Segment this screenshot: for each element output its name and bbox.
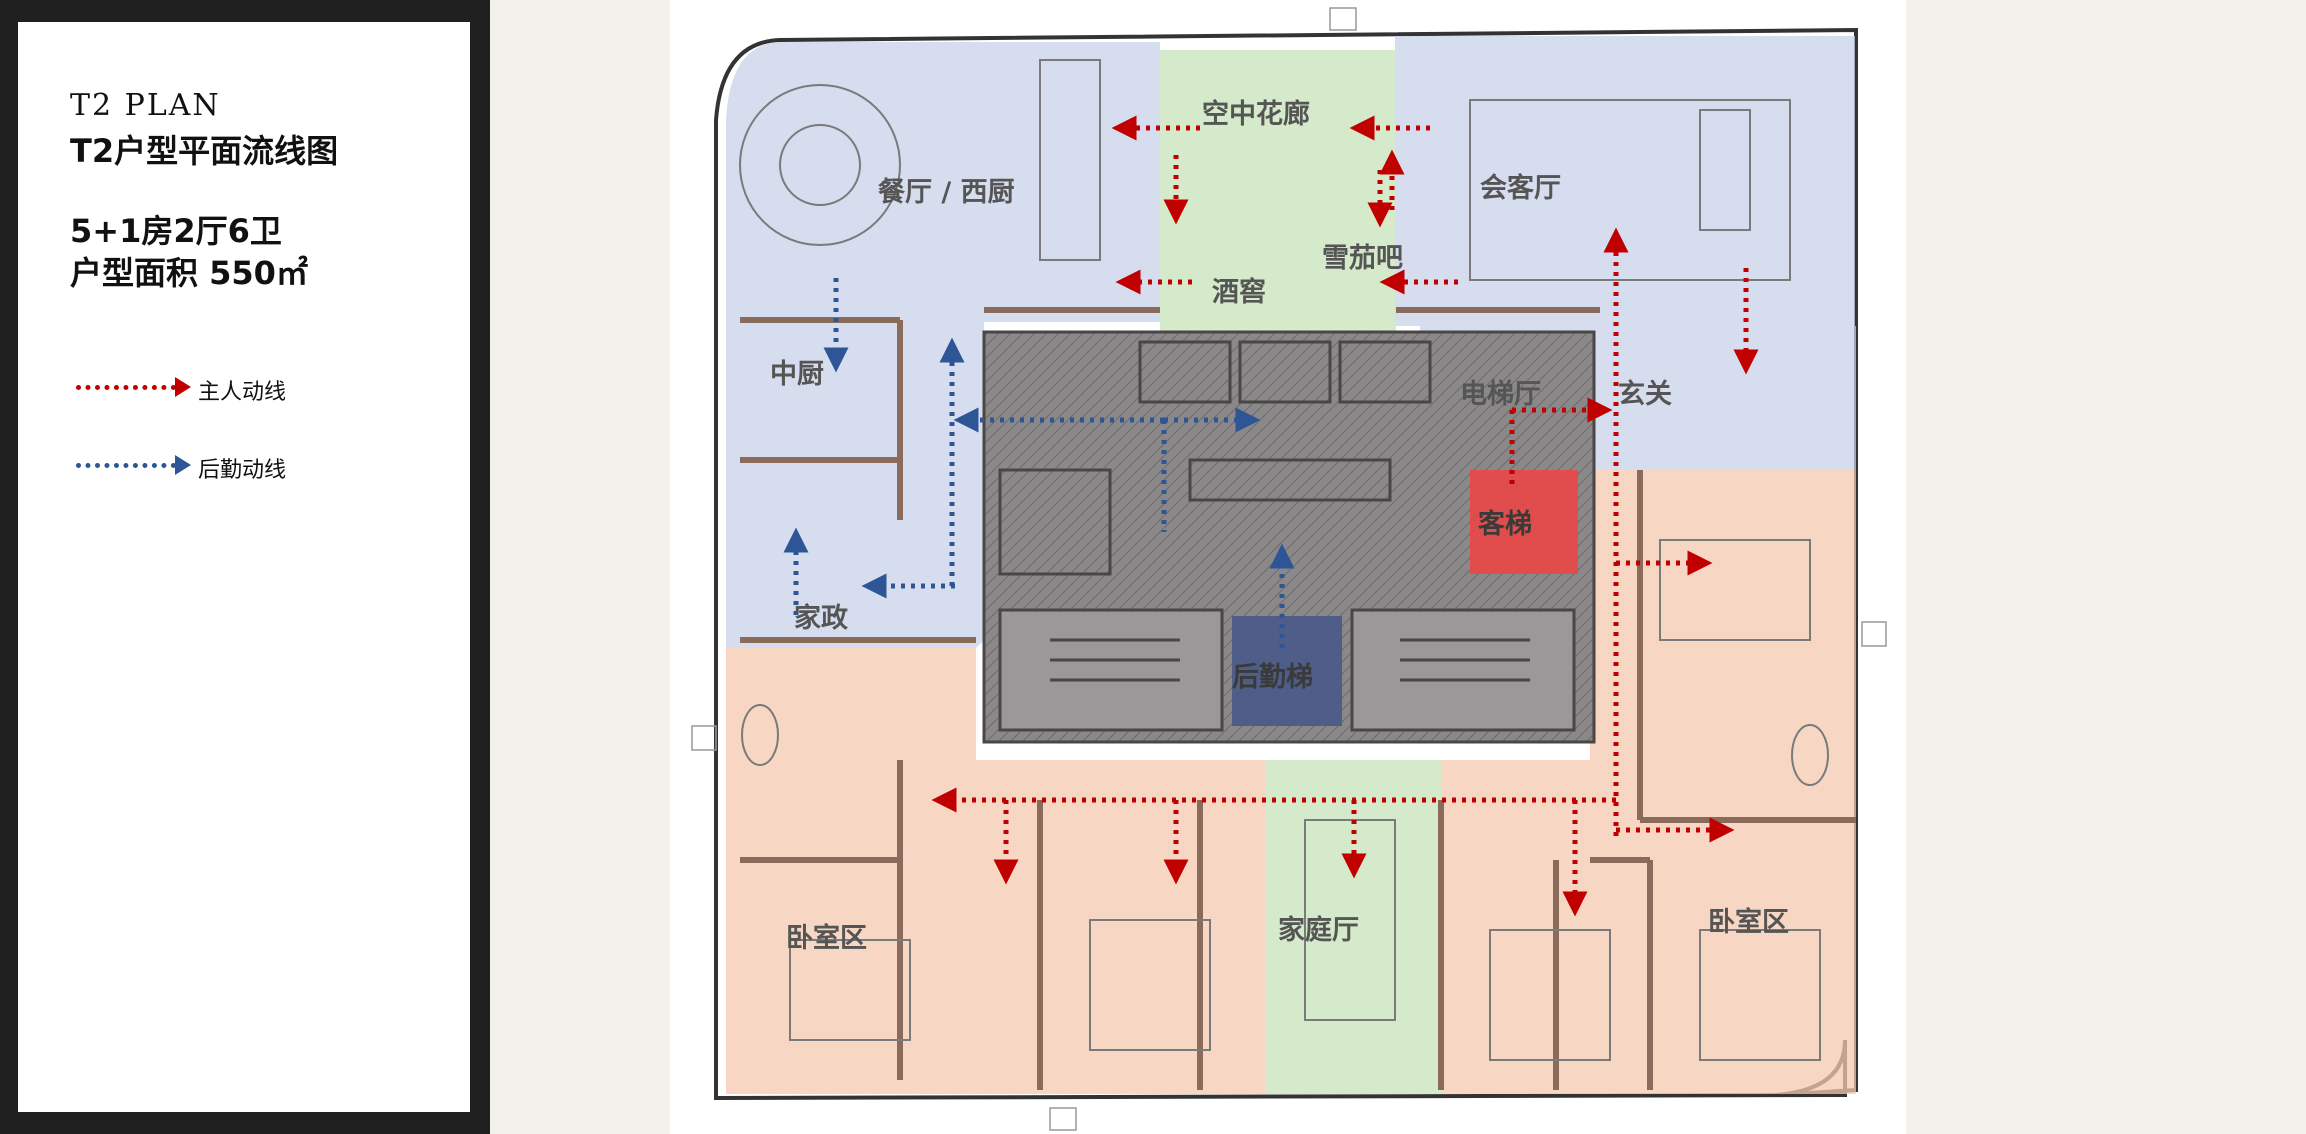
zone-elevator-lobby: 电梯厅 (1460, 379, 1541, 410)
zone-guest-lift: 客梯 (1478, 509, 1532, 540)
zone-bedroom-east: 卧室区 (1708, 907, 1789, 938)
zone-sky-garden: 空中花廊 (1202, 99, 1310, 130)
zone-chinese-kitchen: 中厨 (770, 359, 824, 390)
service-flow-arrow-icon (175, 455, 191, 475)
plan-title-en: T2 PLAN (70, 88, 221, 123)
owner-flow-line-icon (76, 385, 176, 390)
garden-zone-north (1160, 50, 1396, 332)
owner-flow-arrow-icon (175, 377, 191, 397)
unit-area: 户型面积 550㎡ (70, 254, 308, 292)
legend-owner-label: 主人动线 (198, 380, 287, 405)
public-zone-east (1395, 36, 1855, 326)
service-lift-fill (1232, 616, 1342, 726)
legend-panel (18, 22, 470, 1112)
section-markers (691, 7, 1887, 1131)
interior-walls (740, 307, 1856, 1090)
zone-fills (726, 36, 1856, 1094)
zone-cigar-bar: 雪茄吧 (1322, 243, 1403, 274)
plan-title-cn: T2户型平面流线图 (70, 132, 339, 170)
furniture (739, 59, 1829, 1061)
legend-service-label: 后勤动线 (198, 458, 287, 483)
core-walls (982, 330, 1596, 744)
zone-dining: 餐厅 / 西厨 (878, 177, 1015, 208)
bedroom-zone-east (1441, 470, 1856, 1094)
zone-housekeeping: 家政 (794, 603, 848, 634)
zone-reception: 会客厅 (1480, 173, 1561, 204)
zone-wine-cellar: 酒窖 (1212, 277, 1266, 308)
zone-family-room: 家庭厅 (1278, 915, 1359, 946)
zone-bedroom-west: 卧室区 (786, 923, 867, 954)
zone-foyer: 玄关 (1618, 379, 1672, 410)
owner-flow-lines (931, 115, 1759, 917)
garden-zone-south (1265, 760, 1441, 1094)
service-flow-line-icon (76, 463, 176, 468)
guest-lift-fill (1470, 470, 1578, 574)
room-config: 5+1房2厅6卫 (70, 212, 282, 250)
zone-service-lift: 后勤梯 (1232, 662, 1313, 693)
service-flow-lines (783, 278, 1295, 648)
